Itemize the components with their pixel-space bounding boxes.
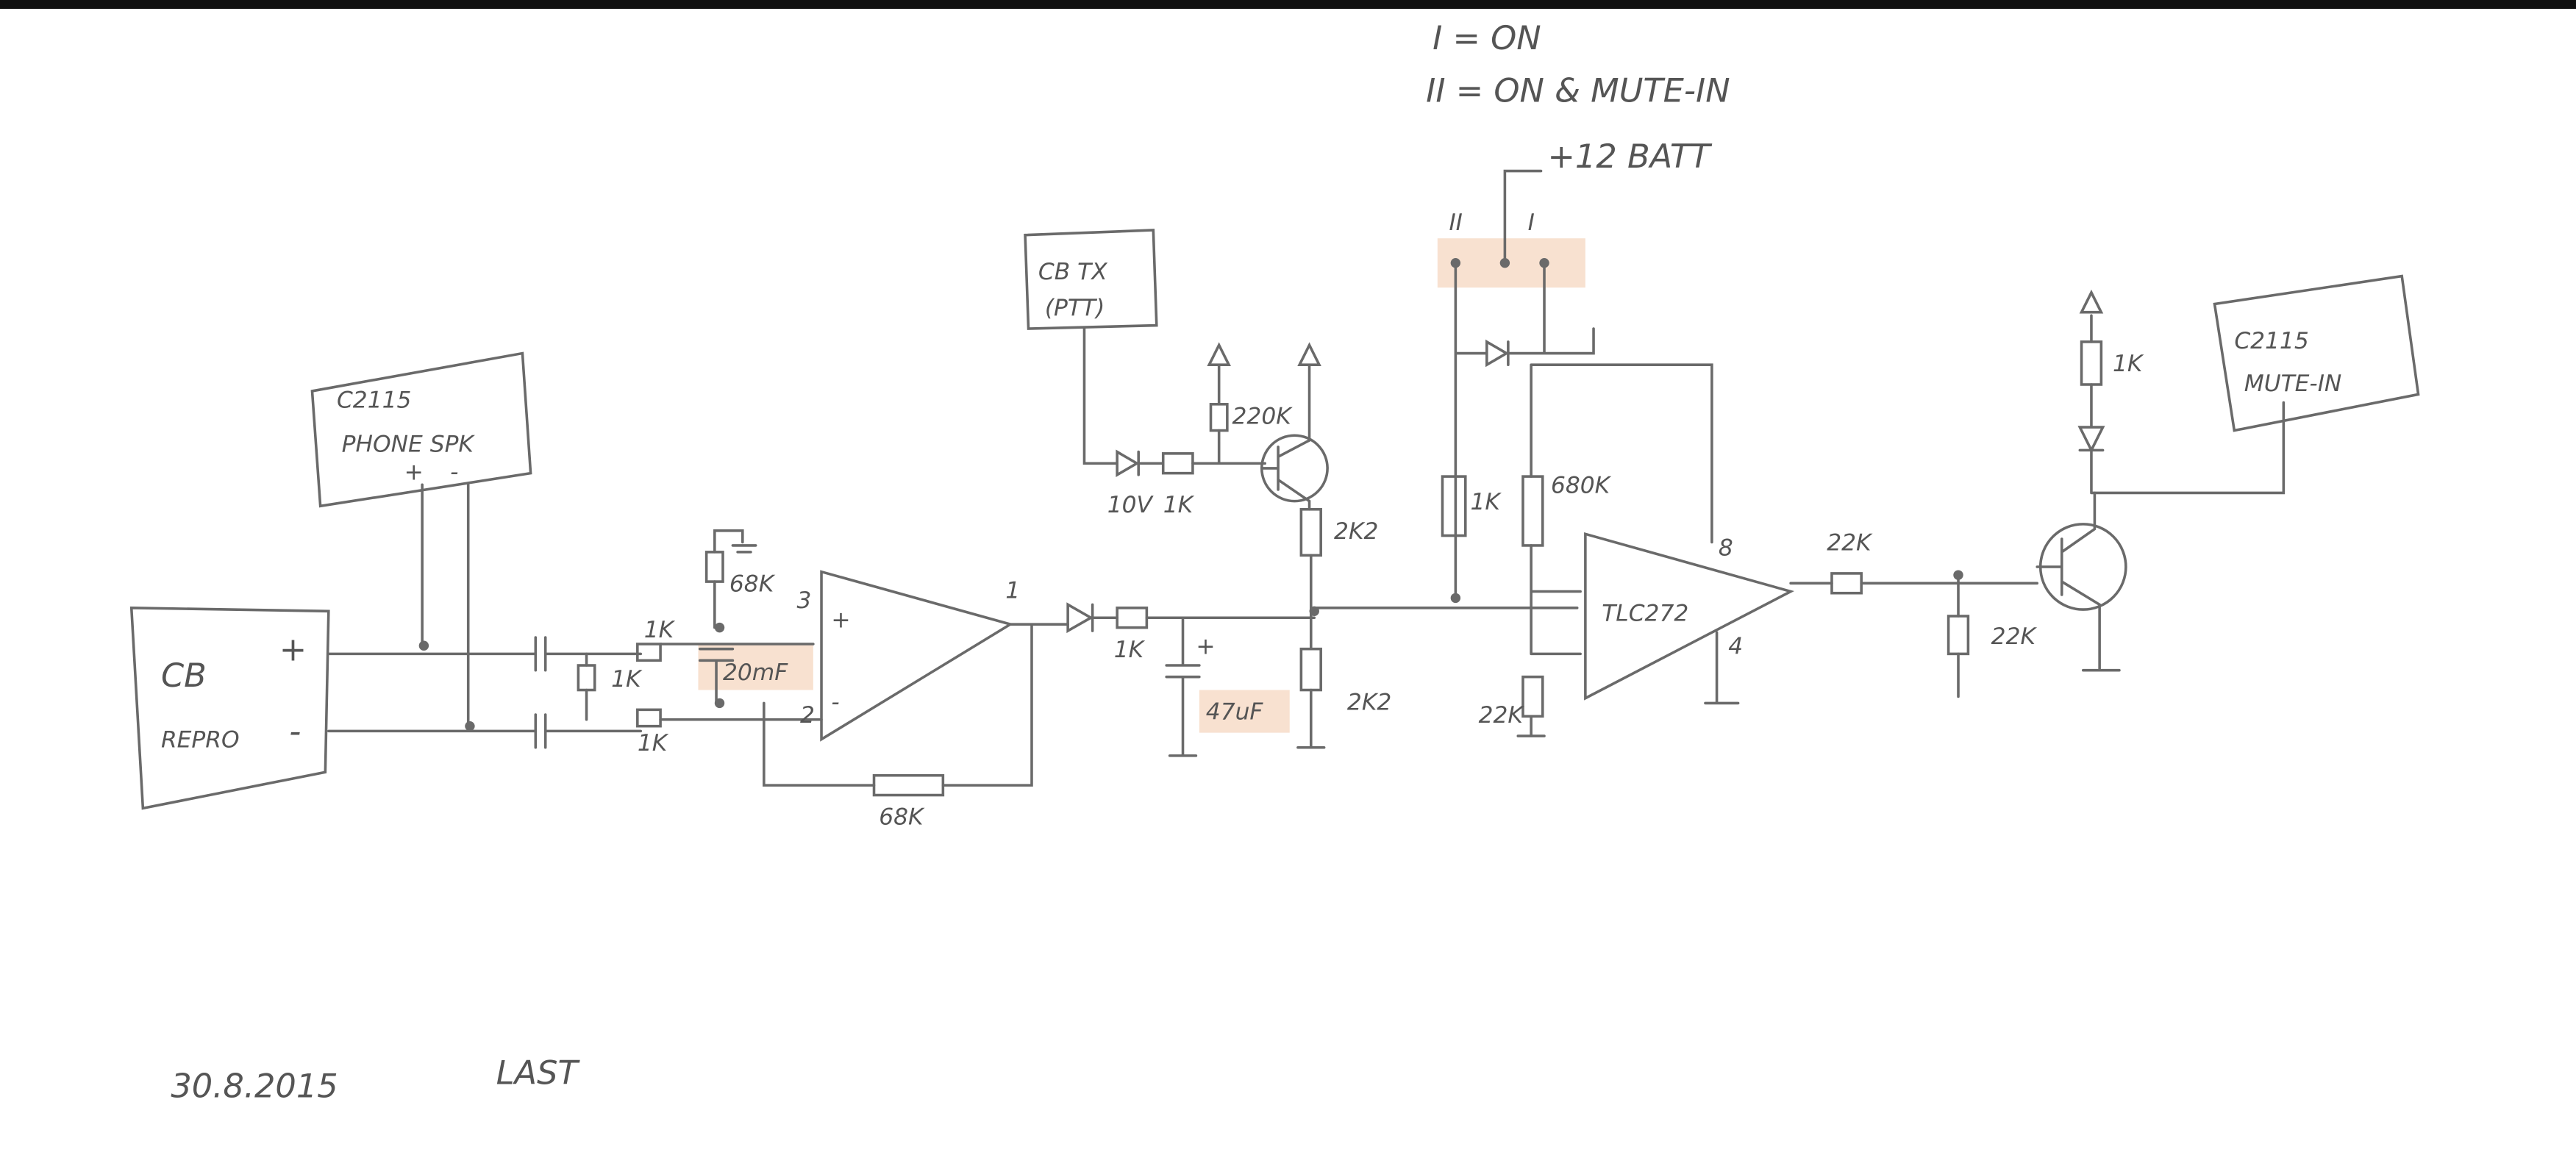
resistor bbox=[1830, 572, 1863, 595]
label-r-2k2-bot: 2K2 bbox=[1347, 689, 1391, 715]
opamp-2-label: TLC272 bbox=[1602, 601, 1688, 627]
cb-repro-block bbox=[129, 607, 330, 810]
scan-edge bbox=[0, 0, 2576, 9]
pin-label: 4 bbox=[1728, 633, 1743, 659]
divider-wires bbox=[1516, 363, 1713, 737]
resistor bbox=[1116, 607, 1149, 629]
minus-sign: - bbox=[831, 689, 839, 715]
switch-label-1: I bbox=[1528, 210, 1535, 236]
resistor bbox=[1161, 452, 1194, 475]
junction bbox=[418, 640, 429, 651]
label-r-after-diode: 1K bbox=[1114, 637, 1146, 663]
label-r-680k: 680K bbox=[1551, 472, 1612, 498]
plus-sign: + bbox=[279, 630, 307, 668]
label-r-22k-div: 22K bbox=[1479, 702, 1525, 729]
phone-spk-block bbox=[310, 351, 532, 508]
resistor bbox=[1521, 475, 1544, 547]
wire bbox=[1296, 554, 1326, 749]
mute-in-block bbox=[2213, 274, 2420, 432]
detector-stage bbox=[1066, 602, 1316, 757]
ptt-stage bbox=[1082, 327, 1321, 477]
label-c-bias: 20mF bbox=[723, 659, 788, 686]
pin-label: 2 bbox=[800, 702, 815, 729]
input-wires bbox=[327, 643, 823, 733]
phone-spk-label: C2115 bbox=[337, 387, 411, 413]
transistor-2-leads bbox=[2036, 491, 2121, 672]
label-r-led: 1K bbox=[2113, 351, 2144, 377]
resistor bbox=[636, 643, 662, 662]
legend-line2: II = ON & MUTE-IN bbox=[1426, 72, 1730, 110]
label-r-in-mid: 1K bbox=[611, 666, 643, 693]
supply-wire bbox=[1503, 169, 1543, 265]
label-r-22k-shunt: 22K bbox=[1991, 623, 2038, 650]
resistor bbox=[2080, 340, 2103, 386]
label-c-filter: 47uF bbox=[1206, 699, 1264, 726]
pin-label: 1 bbox=[1005, 577, 1020, 604]
resistor bbox=[1299, 507, 1322, 557]
cb-tx-block bbox=[1024, 229, 1158, 330]
signature: LAST bbox=[496, 1054, 581, 1093]
plus-sign: + bbox=[1196, 633, 1215, 659]
mute-in-sub: MUTE-IN bbox=[2244, 371, 2342, 397]
switch-contact bbox=[1499, 257, 1510, 268]
resistor bbox=[1947, 615, 1970, 656]
label-r-in-bot: 1K bbox=[638, 730, 669, 757]
resistor bbox=[1521, 675, 1544, 718]
label-r-1k-div: 1K bbox=[1470, 489, 1502, 515]
resistor bbox=[577, 664, 596, 692]
supply-label: +12 BATT bbox=[1547, 137, 1713, 176]
resistor bbox=[1209, 403, 1229, 432]
date: 30.8.2015 bbox=[171, 1068, 338, 1106]
led-wires bbox=[2077, 289, 2286, 495]
label-r-feedback: 68K bbox=[879, 804, 925, 831]
phone-spk-wires bbox=[421, 483, 470, 728]
minus-sign: - bbox=[450, 460, 458, 486]
label-r-22k-series: 22K bbox=[1827, 530, 1873, 557]
label-r-2k2-top: 2K2 bbox=[1334, 518, 1378, 545]
plus-sign: + bbox=[404, 460, 424, 486]
junction bbox=[714, 622, 725, 633]
feedback-wire bbox=[763, 623, 1069, 787]
switch-wiring bbox=[1454, 261, 1595, 601]
switch-label-2: II bbox=[1449, 210, 1462, 236]
phone-spk-sub: PHONE SPK bbox=[342, 432, 476, 458]
output-wires bbox=[1704, 573, 2039, 705]
opamp-1 bbox=[820, 570, 1014, 742]
transistor-1-leads bbox=[1260, 439, 1311, 511]
coupling-capacitors bbox=[534, 636, 547, 749]
minus-sign: - bbox=[289, 712, 301, 751]
cb-tx-label: CB TX bbox=[1038, 259, 1107, 285]
highlight bbox=[1437, 238, 1585, 288]
label-r-in-top: 1K bbox=[644, 617, 676, 643]
resistor bbox=[872, 773, 945, 797]
resistor bbox=[704, 551, 724, 583]
highlight bbox=[1199, 690, 1290, 733]
junction bbox=[1953, 570, 1963, 580]
cb-repro-label: CB bbox=[161, 657, 207, 695]
opamp-2 bbox=[1584, 532, 1794, 701]
junction bbox=[1450, 593, 1461, 604]
cb-repro-sub: REPRO bbox=[161, 727, 240, 754]
junction bbox=[465, 720, 475, 732]
pin-label: 8 bbox=[1719, 534, 1733, 561]
resistor bbox=[1299, 647, 1322, 692]
label-r-220k: 220K bbox=[1232, 404, 1294, 430]
cb-tx-sub: (PTT) bbox=[1045, 295, 1105, 321]
resistor bbox=[1441, 475, 1467, 537]
plus-sign: + bbox=[831, 607, 850, 634]
label-zener: 10V bbox=[1107, 492, 1155, 518]
bias-ground bbox=[713, 529, 757, 629]
label-r-bias: 68K bbox=[729, 571, 776, 597]
mute-in-label: C2115 bbox=[2234, 328, 2308, 354]
label-r-ptt: 1K bbox=[1163, 492, 1195, 518]
resistor bbox=[636, 708, 662, 728]
pin-label: 3 bbox=[797, 587, 812, 614]
bias-capacitor bbox=[698, 647, 735, 705]
legend-line1: I = ON bbox=[1433, 19, 1541, 57]
